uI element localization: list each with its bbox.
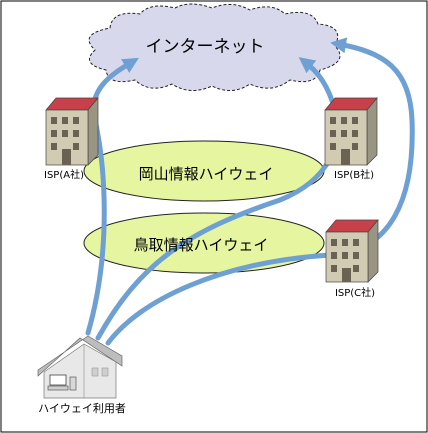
internet-label: インターネット — [146, 37, 265, 57]
isp-c-building-icon — [325, 219, 379, 283]
isp-a-label: ISP(A社) — [44, 168, 84, 181]
isp-b-label: ISP(B社) — [334, 168, 374, 181]
isp-b-building-icon — [324, 97, 378, 166]
highway-user-label: ハイウェイ利用者 — [38, 402, 126, 415]
tottori-highway-ellipse — [83, 212, 325, 274]
internet-cloud-icon — [88, 3, 341, 91]
user-house-icon — [37, 335, 123, 399]
okayama-highway-label: 岡山情報ハイウェイ — [139, 165, 274, 183]
isp-c-label: ISP(C社) — [335, 286, 375, 299]
arrow-to-isp-c — [105, 37, 415, 346]
tottori-highway-label: 鳥取情報ハイウェイ — [134, 236, 269, 254]
isp-a-building-icon — [45, 97, 99, 166]
arrow-to-isp-b — [95, 57, 341, 341]
